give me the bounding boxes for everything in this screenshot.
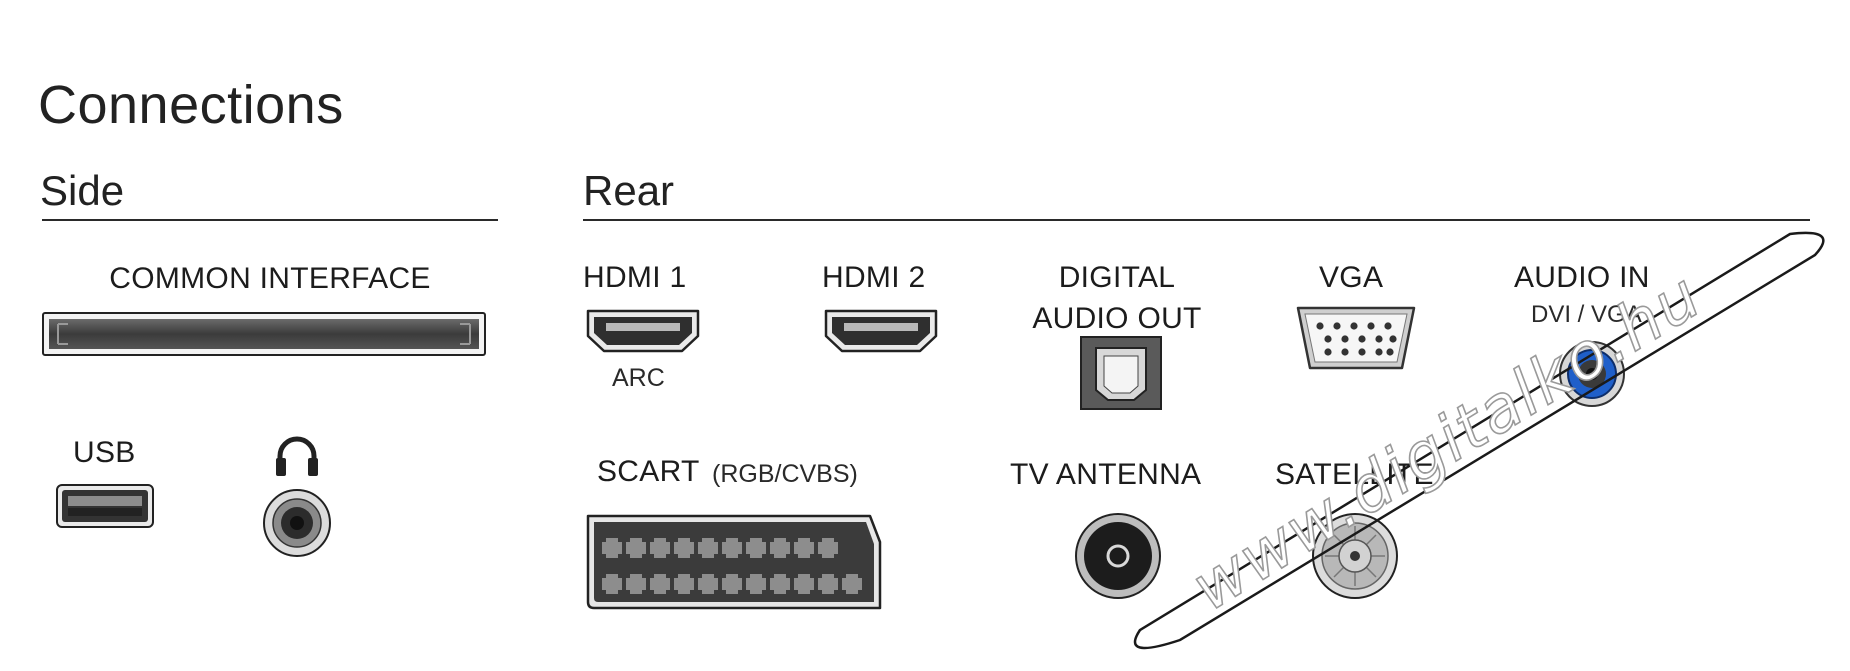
section-side-heading: Side — [40, 167, 125, 214]
scart-pin — [794, 538, 814, 558]
scart-label: SCART — [597, 455, 700, 488]
digital-audio-out-label-line2: AUDIO OUT — [1032, 302, 1202, 335]
hdmi1-arc-label: ARC — [612, 364, 665, 392]
watermark-outline — [1133, 231, 1825, 650]
scart-pin — [818, 538, 838, 558]
usb-port — [56, 484, 154, 528]
scart-pin — [602, 574, 622, 594]
audio-in-sub-label: DVI / VGA — [1531, 301, 1642, 328]
digital-audio-out-label-line1: DIGITAL — [1058, 261, 1176, 294]
scart-pin — [698, 574, 718, 594]
tv-antenna-port — [1074, 512, 1162, 600]
common-interface-slot — [42, 312, 486, 356]
audio-in-label: AUDIO IN — [1514, 261, 1650, 294]
scart-port — [584, 512, 884, 616]
hdmi2-port — [822, 308, 940, 354]
satellite-port — [1311, 512, 1399, 600]
scart-pin — [842, 574, 862, 594]
scart-pin — [746, 574, 766, 594]
scart-sub-label: (RGB/CVBS) — [712, 460, 858, 488]
scart-pin — [698, 538, 718, 558]
satellite-label: SATELLITE — [1275, 458, 1434, 491]
scart-pin — [674, 574, 694, 594]
headphone-icon — [274, 434, 320, 478]
hdmi1-label: HDMI 1 — [583, 261, 687, 294]
vga-label: VGA — [1319, 261, 1384, 294]
scart-pin — [626, 574, 646, 594]
rear-divider — [583, 219, 1810, 221]
scart-pin — [650, 574, 670, 594]
scart-pin — [626, 538, 646, 558]
scart-pin — [674, 538, 694, 558]
scart-pin — [722, 538, 742, 558]
scart-pin — [746, 538, 766, 558]
scart-pin — [602, 538, 622, 558]
scart-pin — [650, 538, 670, 558]
scart-pin — [794, 574, 814, 594]
scart-pin — [818, 574, 838, 594]
audio-in-jack — [1558, 340, 1626, 408]
section-rear-heading: Rear — [583, 167, 675, 214]
scart-pin — [770, 538, 790, 558]
headphone-jack — [262, 488, 332, 558]
tv-antenna-label: TV ANTENNA — [1010, 458, 1202, 491]
vga-port — [1294, 304, 1418, 374]
page-title: Connections — [38, 75, 344, 135]
hdmi2-label: HDMI 2 — [822, 261, 926, 294]
scart-pin — [722, 574, 742, 594]
digital-audio-out-port — [1080, 336, 1162, 410]
side-divider — [42, 219, 498, 221]
usb-label: USB — [73, 436, 136, 469]
scart-pin — [770, 574, 790, 594]
common-interface-label: COMMON INTERFACE — [109, 262, 431, 295]
hdmi1-port — [584, 308, 702, 354]
